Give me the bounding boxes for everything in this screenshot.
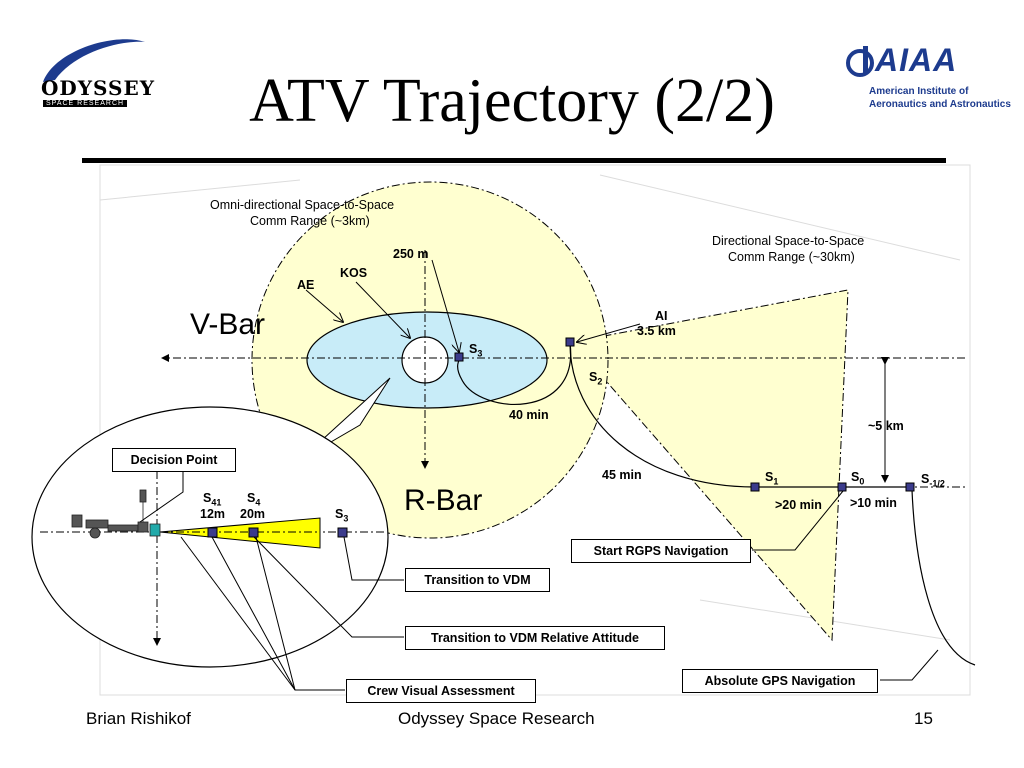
footer-organization: Odyssey Space Research xyxy=(398,709,595,728)
inset-marker-s3 xyxy=(337,527,348,538)
trajectory-s2-s3 xyxy=(457,342,572,405)
odyssey-logo: ODYSSEY SPACE RESEARCH xyxy=(35,30,154,110)
marker-s-half xyxy=(905,482,915,492)
time-20min-label: >20 min xyxy=(775,498,822,512)
s41-distance-label: 12m xyxy=(200,507,226,521)
marker-s3 xyxy=(454,352,464,362)
decision-point-box: Decision Point xyxy=(112,448,236,472)
trajectory-s-half xyxy=(911,489,976,666)
s4-label: S4 xyxy=(247,491,261,508)
ai-distance-label: 3.5 km xyxy=(637,324,676,338)
directional-range-label-2: Comm Range (~30km) xyxy=(728,250,855,264)
s0-label: S0 xyxy=(851,470,865,487)
time-40min-label: 40 min xyxy=(509,408,549,422)
marker-s2 xyxy=(565,337,575,347)
aiaa-emblem-icon xyxy=(846,46,874,77)
s4-distance-label: 20m xyxy=(240,507,266,521)
time-45min-label: 45 min xyxy=(602,468,642,482)
trajectory-s1-s2 xyxy=(569,342,756,488)
footer-page-number: 15 xyxy=(914,709,933,728)
odyssey-logo-name: ODYSSEY xyxy=(41,76,156,100)
inset-s3-label: S3 xyxy=(335,507,349,524)
s2-label: S2 xyxy=(589,370,603,387)
aiaa-logo-name: AIAA xyxy=(875,42,958,78)
crew-visual-box: Crew Visual Assessment xyxy=(346,679,536,703)
marker-s0 xyxy=(837,482,847,492)
v-bar-label: V-Bar xyxy=(190,308,266,341)
s1-label: S1 xyxy=(765,470,779,487)
time-10min-label: >10 min xyxy=(850,496,897,510)
aiaa-logo-line2: Aeronautics and Astronautics xyxy=(869,99,1011,110)
footer-author: Brian Rishikof xyxy=(86,709,191,728)
distance-5km-label: ~5 km xyxy=(868,419,904,433)
kos-label: KOS xyxy=(340,266,368,280)
title-divider xyxy=(82,158,946,163)
odyssey-logo-sub: SPACE RESEARCH xyxy=(43,100,128,107)
s-half-label: S-1/2 xyxy=(921,472,945,489)
ae-label: AE xyxy=(297,278,315,292)
ai-label: AI xyxy=(655,309,668,323)
aiaa-logo: AIAA American Institute of Aeronautics a… xyxy=(845,42,1020,117)
marker-s1 xyxy=(750,482,760,492)
keep-out-sphere xyxy=(401,336,449,384)
omni-range-label-1: Omni-directional Space-to-Space xyxy=(210,198,395,212)
transition-vdm-box: Transition to VDM xyxy=(405,568,550,592)
inset-marker-s41 xyxy=(207,527,218,538)
slide-title: ATV Trajectory (2/2) xyxy=(249,67,775,135)
start-rgps-box: Start RGPS Navigation xyxy=(571,539,751,563)
omni-range-label-2: Comm Range (~3km) xyxy=(250,214,370,228)
inset-marker-s4 xyxy=(248,527,259,538)
directional-comm-range xyxy=(571,289,849,642)
directional-range-label-1: Directional Space-to-Space xyxy=(712,234,865,248)
s3-label: S3 xyxy=(469,342,483,359)
range-250m-label: 250 m xyxy=(393,247,429,261)
leader-lines xyxy=(139,470,939,691)
station-icon xyxy=(71,489,161,539)
approach-cone xyxy=(159,517,321,549)
s41-label: S41 xyxy=(203,491,222,508)
odyssey-swoosh-icon xyxy=(43,39,145,82)
aiaa-logo-line1: American Institute of xyxy=(869,86,969,97)
absolute-gps-box: Absolute GPS Navigation xyxy=(682,669,878,693)
transition-vdm-attitude-box: Transition to VDM Relative Attitude xyxy=(405,626,665,650)
r-bar-label: R-Bar xyxy=(404,484,483,517)
